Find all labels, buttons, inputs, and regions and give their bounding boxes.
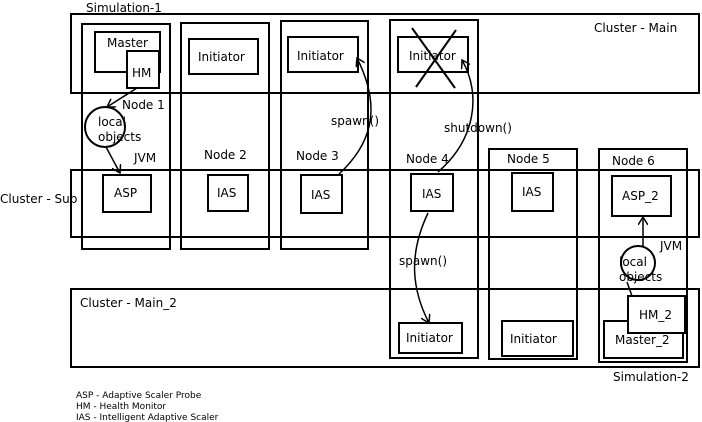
- node-5-label: Node 5: [507, 152, 550, 166]
- legend-ias: IAS - Intelligent Adaptive Scaler: [76, 413, 219, 422]
- hm2-box: [627, 295, 686, 334]
- node-3-label: Node 3: [296, 149, 339, 163]
- jvm-label-2: JVM: [659, 239, 682, 253]
- legend-hm: HM - Health Monitor: [76, 402, 166, 412]
- ias-box-node2: [207, 174, 249, 212]
- cluster-main2-box: [70, 288, 700, 368]
- spawn-arrow-node3: [338, 58, 372, 175]
- node-6-label: Node 6: [612, 154, 655, 168]
- initiator-label-main2-node4: Initiator: [406, 331, 453, 345]
- node-2-box: [180, 22, 270, 250]
- master-label: Master: [107, 36, 148, 50]
- ias-label-node4: IAS: [422, 187, 441, 201]
- asp-box: [102, 174, 152, 213]
- cluster-main2-label: Cluster - Main_2: [80, 296, 177, 310]
- hm-to-local-arrow: [107, 87, 138, 107]
- initiator-label-node2: Initiator: [198, 50, 245, 64]
- hm2-label: HM_2: [639, 308, 672, 322]
- node-4-box: [389, 19, 479, 359]
- master2-label: Master_2: [615, 333, 670, 347]
- asp-label: ASP: [114, 186, 137, 200]
- shutdown-label-node4: shutdown(): [444, 121, 512, 135]
- cluster-main-label: Cluster - Main: [594, 21, 677, 35]
- legend-asp: ASP - Adaptive Scaler Probe: [76, 391, 202, 401]
- initiator-label-node3: Initiator: [297, 49, 344, 63]
- initiator-box-node4: [397, 36, 469, 73]
- spawn-label-node3: spawn(): [331, 114, 379, 128]
- ias-label-node5: IAS: [522, 185, 541, 199]
- hm-label: HM: [132, 66, 151, 80]
- node-3-box: [280, 20, 369, 250]
- local-objects-circle-2: [620, 245, 656, 281]
- local-label-2: local: [619, 255, 647, 269]
- initiator-box-main2-node5: [501, 320, 574, 357]
- local-label-1: local: [98, 115, 126, 129]
- cluster-main-box: [70, 13, 700, 94]
- objects-label-1: objects: [98, 130, 141, 144]
- shutdown-cross-line-1: [411, 27, 456, 89]
- objects-label-2: objects: [619, 270, 662, 284]
- node-1-box: [81, 23, 171, 250]
- local-to-asp-arrow: [105, 146, 120, 173]
- node-5-box: [488, 148, 578, 360]
- node-1-label: Node 1: [122, 98, 165, 112]
- shutdown-cross-line-2: [415, 29, 457, 88]
- hm2-to-local-arrow: [626, 281, 633, 297]
- initiator-box-node2: [188, 38, 259, 75]
- initiator-label-node4: Initiator: [409, 49, 456, 63]
- asp2-label: ASP_2: [622, 189, 659, 203]
- ias-box-node4: [410, 173, 454, 212]
- ias-label-node2: IAS: [217, 186, 236, 200]
- initiator-label-main2-node5: Initiator: [510, 332, 557, 346]
- node-6-box: [598, 148, 688, 363]
- cluster-sub-label: Cluster - Sub: [0, 192, 77, 206]
- cluster-sub-box: [70, 169, 700, 238]
- node-2-label: Node 2: [204, 148, 247, 162]
- hm-box: [126, 50, 160, 89]
- node-4-label: Node 4: [406, 152, 449, 166]
- ias-box-node3: [300, 174, 343, 214]
- simulation-1-label: Simulation-1: [86, 1, 162, 15]
- local-objects-circle-1: [84, 106, 126, 148]
- jvm-label-1: JVM: [133, 151, 156, 165]
- spawn-label-node4: spawn(): [399, 254, 447, 268]
- shutdown-arrow-node4: [437, 60, 474, 173]
- initiator-box-node3: [287, 36, 359, 73]
- simulation-2-label: Simulation-2: [613, 370, 689, 384]
- spawn-arrow-node4: [413, 212, 429, 323]
- ias-box-node5: [511, 172, 554, 212]
- ias-label-node3: IAS: [311, 188, 330, 202]
